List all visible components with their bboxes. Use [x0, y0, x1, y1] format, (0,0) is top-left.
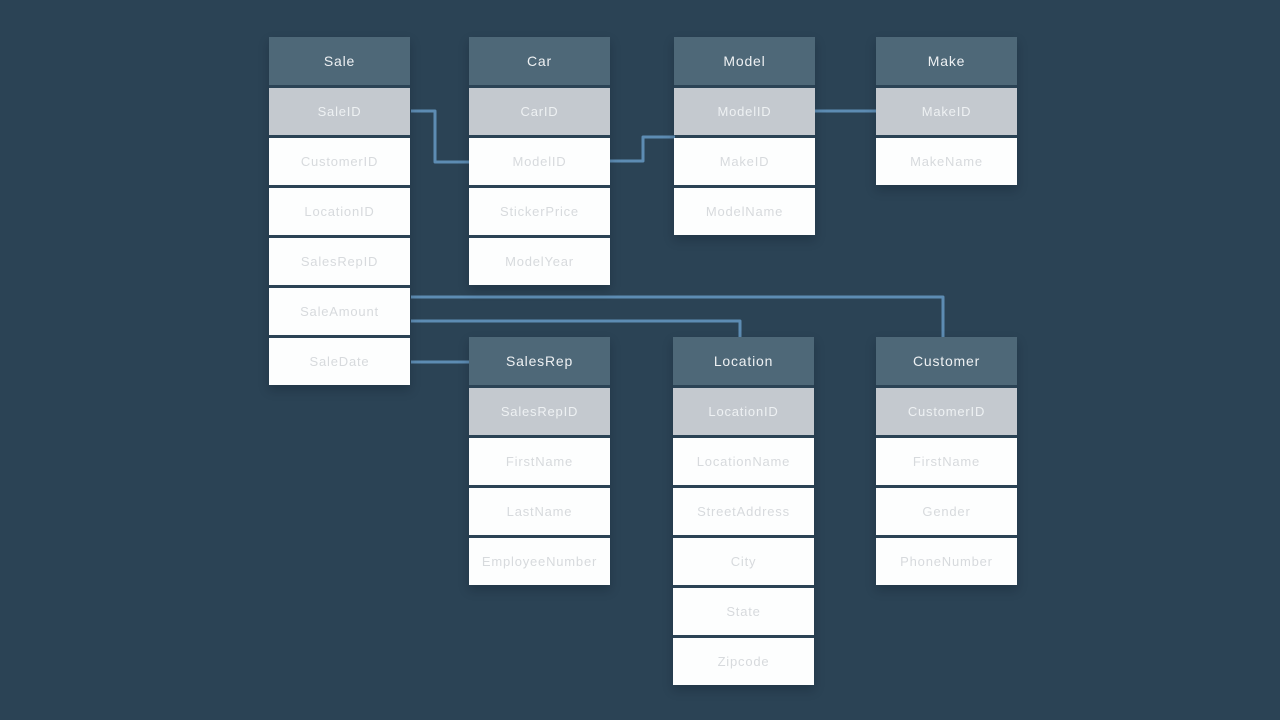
field-car-car-id[interactable]: CarID	[469, 88, 610, 135]
table-location-header[interactable]: Location	[673, 337, 814, 385]
field-customer-gender[interactable]: Gender	[876, 488, 1017, 535]
field-sale-sale-amount[interactable]: SaleAmount	[269, 288, 410, 335]
field-sales-rep-employee-number[interactable]: EmployeeNumber	[469, 538, 610, 585]
field-customer-customer-id[interactable]: CustomerID	[876, 388, 1017, 435]
field-location-street-address[interactable]: StreetAddress	[673, 488, 814, 535]
table-model-header[interactable]: Model	[674, 37, 815, 85]
field-sale-sale-id[interactable]: SaleID	[269, 88, 410, 135]
field-make-make-name[interactable]: MakeName	[876, 138, 1017, 185]
field-sale-sale-date[interactable]: SaleDate	[269, 338, 410, 385]
field-sales-rep-last-name[interactable]: LastName	[469, 488, 610, 535]
field-sales-rep-first-name[interactable]: FirstName	[469, 438, 610, 485]
field-customer-phone-number[interactable]: PhoneNumber	[876, 538, 1017, 585]
field-sales-rep-sales-rep-id[interactable]: SalesRepID	[469, 388, 610, 435]
table-sales-rep-header[interactable]: SalesRep	[469, 337, 610, 385]
table-car-header[interactable]: Car	[469, 37, 610, 85]
field-car-model-id[interactable]: ModelID	[469, 138, 610, 185]
field-car-model-year[interactable]: ModelYear	[469, 238, 610, 285]
field-location-zipcode[interactable]: Zipcode	[673, 638, 814, 685]
field-model-model-name[interactable]: ModelName	[674, 188, 815, 235]
field-sale-sales-rep-id[interactable]: SalesRepID	[269, 238, 410, 285]
field-customer-first-name[interactable]: FirstName	[876, 438, 1017, 485]
connector-sale-sale-amount-to-location	[411, 319, 742, 338]
field-sale-customer-id[interactable]: CustomerID	[269, 138, 410, 185]
connector-car-model-id-to-model-model-id	[610, 135, 675, 163]
field-location-location-id[interactable]: LocationID	[673, 388, 814, 435]
table-customer-header[interactable]: Customer	[876, 337, 1017, 385]
field-make-make-id[interactable]: MakeID	[876, 88, 1017, 135]
field-location-location-name[interactable]: LocationName	[673, 438, 814, 485]
table-make-header[interactable]: Make	[876, 37, 1017, 85]
connector-sale-sale-amount-to-customer	[411, 295, 945, 338]
field-model-make-id[interactable]: MakeID	[674, 138, 815, 185]
field-sale-location-id[interactable]: LocationID	[269, 188, 410, 235]
field-location-state[interactable]: State	[673, 588, 814, 635]
field-car-sticker-price[interactable]: StickerPrice	[469, 188, 610, 235]
field-location-city[interactable]: City	[673, 538, 814, 585]
field-model-model-id[interactable]: ModelID	[674, 88, 815, 135]
table-sale-header[interactable]: Sale	[269, 37, 410, 85]
connector-sale-sale-id-to-car-model-id	[411, 109, 470, 164]
